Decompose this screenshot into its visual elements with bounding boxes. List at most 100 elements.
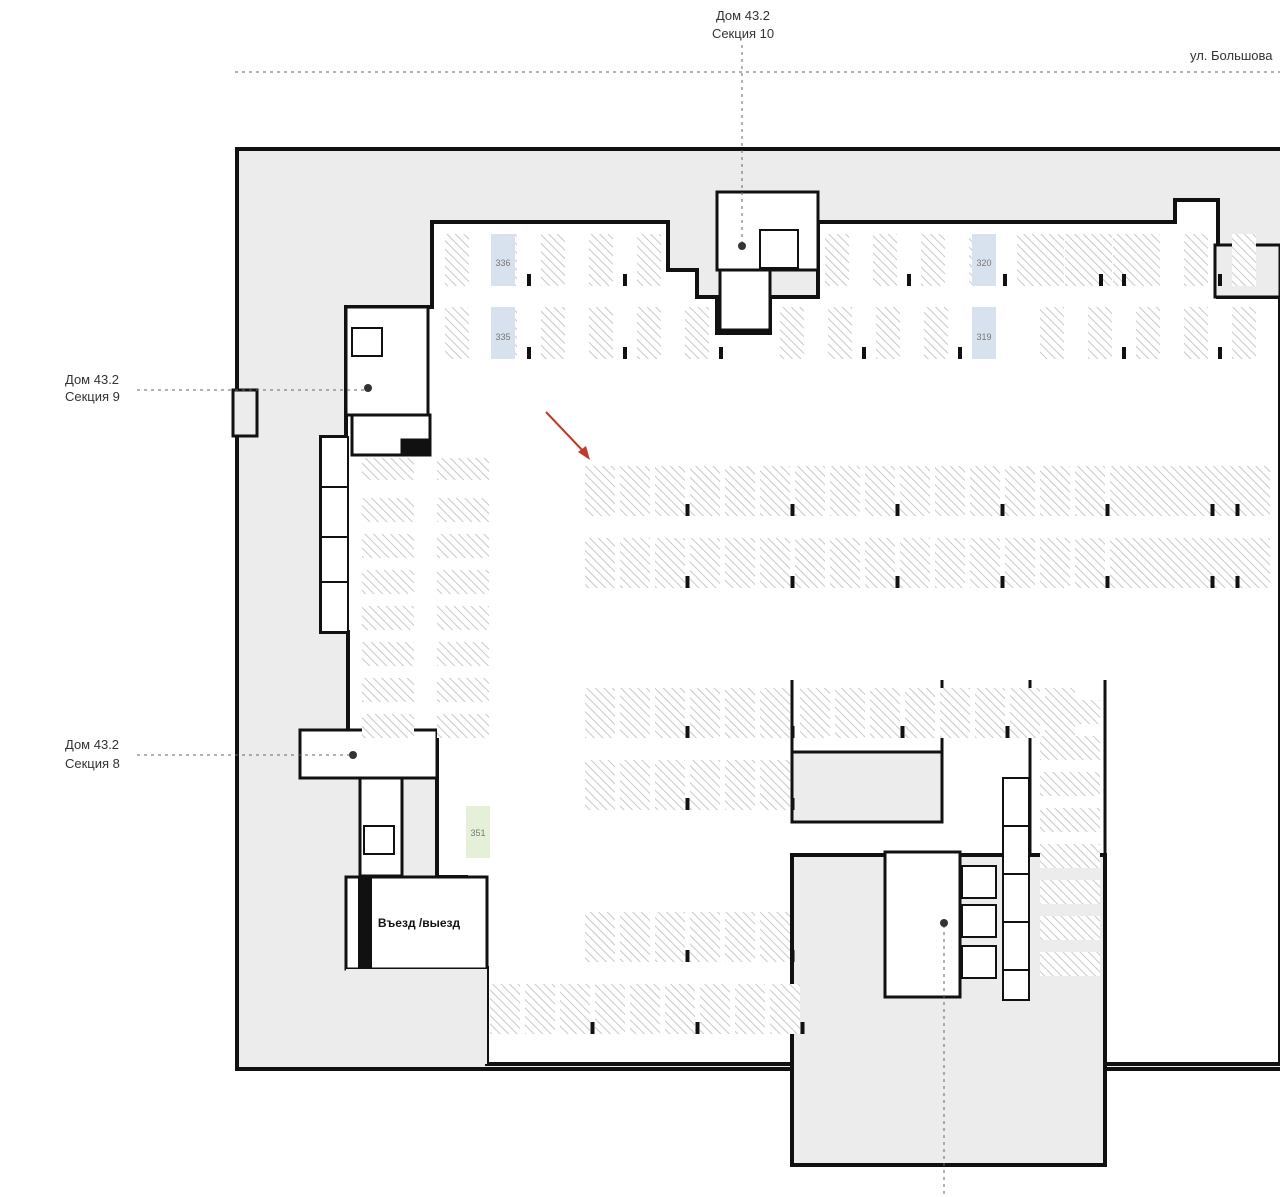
column-post — [685, 576, 690, 588]
parking-bay — [1136, 307, 1160, 359]
entrance-ramp — [358, 877, 372, 969]
column-post — [1005, 726, 1010, 738]
space-335-highlight — [491, 307, 515, 359]
space-320-label: 320 — [976, 258, 991, 268]
parking-bay — [437, 642, 489, 666]
parking-bay — [1005, 538, 1035, 588]
column-post — [790, 950, 795, 962]
parking-bay — [585, 688, 615, 738]
parking-bay — [1040, 538, 1070, 588]
core-dot-8 — [349, 751, 357, 759]
parking-bay — [362, 498, 414, 522]
column-post — [800, 1022, 805, 1034]
space-351-highlight — [466, 806, 490, 858]
parking-bay — [620, 912, 650, 962]
grey-room — [790, 750, 944, 824]
parking-bay — [690, 466, 720, 516]
column-post — [623, 274, 627, 286]
parking-bay — [685, 307, 709, 359]
parking-bay — [1088, 307, 1112, 359]
column-post — [790, 504, 795, 516]
lower-left-block — [346, 969, 487, 1064]
core-dot-9 — [364, 384, 372, 392]
parking-bay — [437, 678, 489, 702]
parking-bay — [362, 458, 414, 480]
parking-bay — [585, 912, 615, 962]
core-dot-center — [940, 919, 948, 927]
columns — [527, 274, 1240, 1034]
section-9-name: Секция 9 — [65, 389, 120, 404]
parking-bay — [620, 538, 650, 588]
parking-bay — [924, 307, 948, 359]
column-post — [695, 1022, 700, 1034]
parking-bay — [1075, 466, 1105, 516]
parking-bay — [362, 570, 414, 594]
parking-bay — [1170, 466, 1200, 516]
parking-bay — [970, 466, 1000, 516]
parking-bay — [1040, 234, 1064, 286]
parking-bay — [445, 307, 469, 359]
parking-bay — [1232, 234, 1256, 286]
parking-bay — [870, 688, 900, 738]
parking-bay — [921, 234, 945, 286]
column-post — [895, 576, 900, 588]
space-351-label: 351 — [470, 828, 485, 838]
parking-bay — [690, 912, 720, 962]
parking-bay — [1135, 466, 1165, 516]
column-post — [1000, 504, 1005, 516]
entrance-label: Въезд /выезд — [378, 916, 461, 930]
section-8-house: Дом 43.2 — [65, 737, 119, 752]
space-335-label: 335 — [495, 332, 510, 342]
parking-bay — [1184, 234, 1208, 286]
parking-bay — [1040, 952, 1100, 976]
space-336-highlight — [491, 234, 515, 286]
core-section-10 — [715, 190, 820, 332]
parking-bay — [445, 234, 469, 286]
parking-bay — [541, 307, 565, 359]
parking-bay — [780, 307, 804, 359]
column-post — [900, 726, 905, 738]
parking-bay — [1040, 700, 1100, 724]
column-post — [1099, 274, 1103, 286]
parking-bay — [1010, 688, 1040, 738]
parking-bay — [655, 466, 685, 516]
parking-bay — [620, 466, 650, 516]
lower-block-inner — [882, 1000, 962, 1020]
parking-bay — [1240, 466, 1270, 516]
core-section-9 — [344, 305, 432, 457]
parking-bay — [865, 466, 895, 516]
parking-bay — [725, 688, 755, 738]
parking-bay — [1240, 538, 1270, 588]
section-8-name: Секция 8 — [65, 756, 120, 771]
column-post — [1235, 504, 1240, 516]
parking-bay — [800, 688, 830, 738]
parking-bay — [1040, 466, 1070, 516]
column-post — [685, 950, 690, 962]
parking-bay — [655, 688, 685, 738]
parking-bay — [1040, 307, 1064, 359]
parking-bay — [490, 984, 520, 1034]
column-post — [1218, 347, 1222, 359]
parking-bay — [525, 984, 555, 1034]
column-post — [862, 347, 866, 359]
parking-bay — [560, 984, 590, 1034]
parking-bay — [900, 466, 930, 516]
parking-bay — [665, 984, 695, 1034]
column-post — [1122, 274, 1126, 286]
parking-bay — [1040, 844, 1100, 868]
parking-bay — [437, 534, 489, 558]
column-post — [1235, 576, 1240, 588]
parking-bay — [1017, 234, 1041, 286]
column-post — [1122, 347, 1126, 359]
parking-bay — [770, 984, 800, 1034]
parking-bay — [655, 538, 685, 588]
parking-bay — [828, 307, 852, 359]
space-319-label: 319 — [976, 332, 991, 342]
space-319-highlight — [972, 307, 996, 359]
parking-bay — [760, 760, 790, 810]
column-post — [590, 1022, 595, 1034]
column-post — [895, 504, 900, 516]
parking-bay — [585, 538, 615, 588]
parking-bay — [1170, 538, 1200, 588]
